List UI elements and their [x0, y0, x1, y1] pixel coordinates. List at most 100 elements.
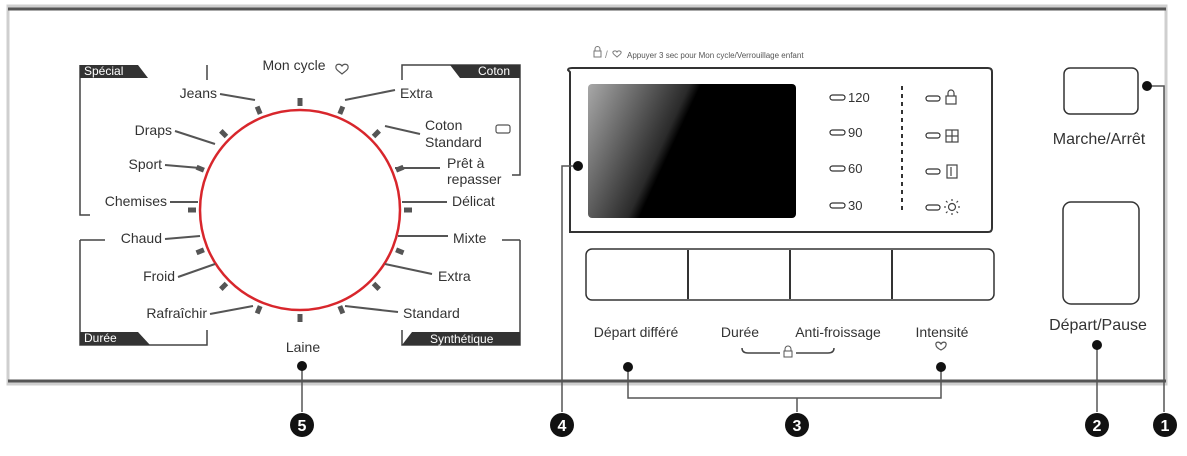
svg-text:4: 4: [558, 418, 567, 435]
svg-text:Spécial: Spécial: [84, 64, 123, 78]
start-pause-button[interactable]: [1062, 201, 1140, 305]
program-chaud[interactable]: Chaud: [121, 230, 162, 246]
program-leader-line: [174, 130, 216, 145]
temp-label-120: 120: [848, 90, 870, 105]
program-coton[interactable]: Coton: [425, 117, 462, 133]
program-leader-line: [177, 263, 216, 278]
svg-text:5: 5: [298, 418, 307, 435]
program-d-licat[interactable]: Délicat: [452, 193, 495, 209]
program-chemises[interactable]: Chemises: [105, 193, 167, 209]
hint-text: Appuyer 3 sec pour Mon cycle/Verrouillag…: [627, 51, 804, 60]
temp-indicator: [829, 94, 846, 101]
program-leader-line: [219, 93, 256, 101]
program-mixte[interactable]: Mixte: [453, 230, 487, 246]
temp-indicator: [829, 129, 846, 136]
lock-icon: [593, 46, 602, 58]
intensite-button[interactable]: [893, 250, 993, 299]
group-synthetique: Synthétique: [402, 332, 520, 346]
display-panel-frame: [566, 67, 993, 233]
grid-icon: [945, 129, 959, 143]
depart-differe-button[interactable]: [587, 250, 687, 299]
program-leader-line: [164, 235, 201, 240]
label-intensite: Intensité: [916, 324, 969, 340]
program-mon-cycle[interactable]: Mon cycle: [262, 57, 325, 73]
option-indicators: [925, 95, 941, 211]
program-leader-line: [344, 89, 396, 101]
power-button[interactable]: [1063, 67, 1139, 115]
dial-tick: [195, 247, 205, 256]
dial-tick: [371, 281, 381, 291]
program-standard[interactable]: Standard: [403, 305, 460, 321]
dial-tick: [254, 105, 263, 115]
left-program-labels: JeansDrapsSportChemisesChaudFroidRafraîc…: [105, 85, 256, 321]
heart-icon: [335, 63, 349, 75]
program-leader-line: [384, 125, 421, 135]
callout-badge-1: 1: [1153, 413, 1177, 437]
program-froid[interactable]: Froid: [143, 268, 175, 284]
temp-label-90: 90: [848, 125, 862, 140]
group-coton: Coton: [450, 64, 520, 78]
temperature-list: 120 90 60 30: [829, 90, 870, 213]
svg-text:3: 3: [793, 418, 802, 435]
heart-icon: [935, 341, 947, 351]
child-lock-bracket: [741, 347, 835, 354]
dial-tick: [337, 105, 346, 115]
label-depart-differe: Départ différé: [594, 324, 679, 340]
panel-frame: [6, 4, 1168, 386]
heart-icon-small: [612, 50, 622, 58]
svg-text:/: /: [605, 50, 608, 61]
program-pr-t-[interactable]: Prêt à: [447, 155, 485, 171]
sun-icon: [944, 199, 960, 215]
power-button-label: Marche/Arrêt: [1053, 131, 1146, 148]
callout-badge-4: 4: [550, 413, 574, 437]
svg-text:1: 1: [1161, 418, 1170, 435]
lock-icon: [783, 345, 793, 358]
temp-label-60: 60: [848, 161, 862, 176]
program-extra[interactable]: Extra: [400, 85, 433, 101]
program-jeans[interactable]: Jeans: [180, 85, 217, 101]
program-sport[interactable]: Sport: [129, 156, 163, 172]
dial-tick: [371, 129, 381, 139]
callout-badge-5: 5: [290, 413, 314, 437]
svg-text:Durée: Durée: [84, 331, 117, 345]
lock-icon: [945, 89, 957, 105]
lcd-display: [588, 84, 796, 218]
program-leader-line: [164, 164, 201, 169]
dial-tick: [254, 305, 263, 315]
program-leader-line: [384, 263, 433, 275]
temp-label-30: 30: [848, 198, 862, 213]
svg-text:Synthétique: Synthétique: [430, 332, 494, 346]
callout-badge-2: 2: [1085, 413, 1109, 437]
program-leader-line: [344, 305, 399, 313]
program-repasser[interactable]: repasser: [447, 171, 502, 187]
dial-tick: [219, 281, 229, 291]
dial-tick: [395, 247, 405, 256]
duree-button[interactable]: [689, 250, 789, 299]
callout-dots: [297, 81, 1152, 372]
label-anti-froissage: Anti-froissage: [795, 324, 881, 340]
temp-indicator: [829, 202, 846, 209]
group-special: Spécial: [80, 64, 148, 78]
program-leader-line: [209, 305, 254, 315]
callout-badge-3: 3: [785, 413, 809, 437]
program-rafra-chir[interactable]: Rafraîchir: [146, 305, 207, 321]
temp-indicator: [829, 165, 846, 172]
dial-tick: [219, 129, 229, 139]
start-pause-button-label: Départ/Pause: [1049, 317, 1147, 334]
program-extra[interactable]: Extra: [438, 268, 471, 284]
program-laine[interactable]: Laine: [286, 339, 320, 355]
program-dial-ring[interactable]: [198, 108, 402, 312]
program-standard[interactable]: Standard: [425, 134, 482, 150]
door-lock-icon: [946, 164, 958, 179]
svg-text:2: 2: [1093, 418, 1102, 435]
label-duree: Durée: [721, 324, 759, 340]
tshirt-icon: [495, 124, 511, 134]
dial-tick: [337, 305, 346, 315]
anti-froissage-button[interactable]: [791, 250, 891, 299]
program-draps[interactable]: Draps: [135, 122, 172, 138]
group-duree: Durée: [80, 331, 150, 345]
svg-text:Coton: Coton: [478, 64, 510, 78]
